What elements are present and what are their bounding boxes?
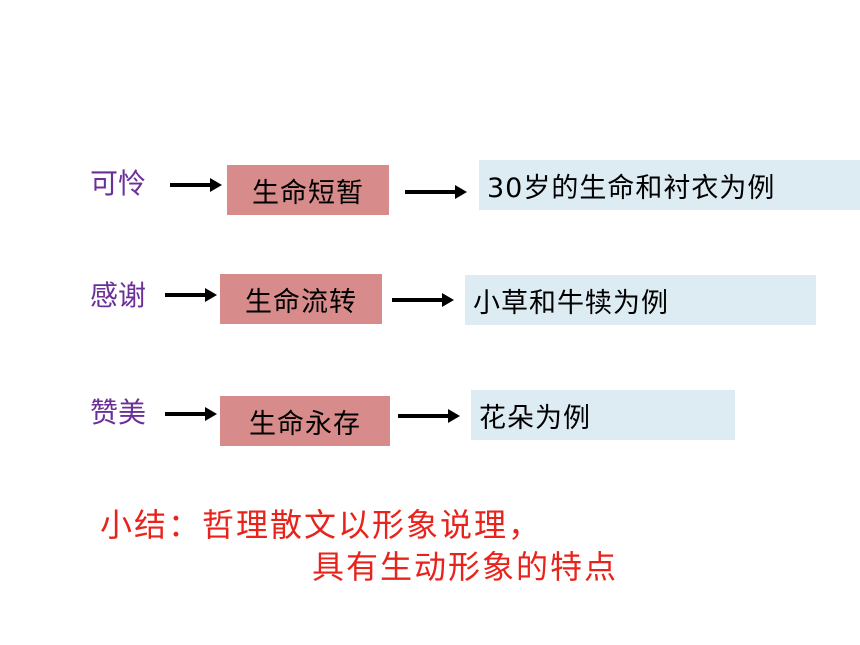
theme-box-short-life: 生命短暂 (227, 165, 389, 215)
theme-box-life-cycle: 生命流转 (220, 274, 382, 324)
summary-line-2: 具有生动形象的特点 (312, 548, 619, 586)
arrow-icon (165, 406, 217, 422)
example-box-flower: 花朵为例 (471, 390, 735, 440)
emotion-label-pity: 可怜 (90, 167, 147, 200)
summary-line-1: 小结：哲理散文以形象说理， (100, 506, 543, 544)
example-box-grass-calf: 小草和牛犊为例 (465, 275, 816, 325)
arrow-icon (398, 408, 460, 424)
arrow-icon (170, 177, 222, 193)
emotion-label-praise: 赞美 (90, 396, 147, 429)
example-box-shirt: 30岁的生命和衬衣为例 (479, 160, 860, 210)
theme-box-eternal-life: 生命永存 (220, 396, 390, 446)
arrow-icon (405, 184, 467, 200)
arrow-icon (392, 292, 454, 308)
emotion-label-gratitude: 感谢 (90, 279, 147, 312)
arrow-icon (165, 287, 217, 303)
